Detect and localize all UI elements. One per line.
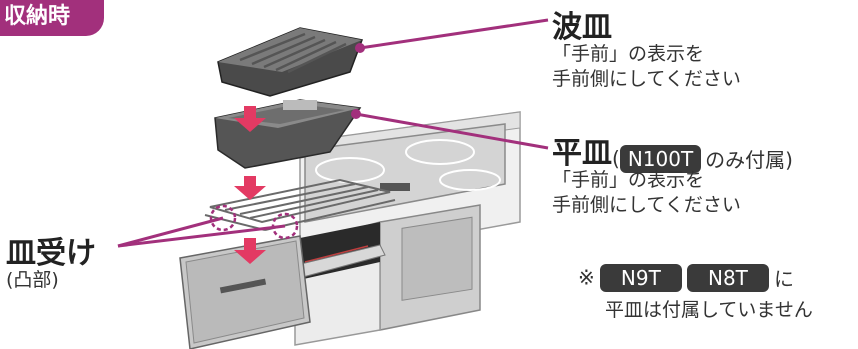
model-badge-n8t: N8T bbox=[686, 263, 769, 292]
flat-tray-paren: ( bbox=[612, 146, 620, 171]
ih-cooktop bbox=[304, 123, 506, 223]
model-badge-n9t: N9T bbox=[599, 263, 682, 292]
down-arrow-icon bbox=[234, 106, 266, 264]
flat-tray-note-1: 「手前」の表示を bbox=[552, 169, 705, 191]
corrugated-tray-title: 波皿 bbox=[552, 10, 612, 45]
leader-lines bbox=[117, 18, 549, 248]
flat-tray-title: 平皿 bbox=[552, 136, 612, 171]
note-line-2: 平皿は付属していません bbox=[605, 299, 813, 321]
corrugated-tray-note-1: 「手前」の表示を bbox=[552, 43, 705, 65]
corrugated-tray bbox=[217, 27, 364, 97]
wire-rack bbox=[204, 178, 396, 231]
note-mark: ※ bbox=[578, 265, 595, 290]
receiver-highlight-left bbox=[209, 204, 237, 232]
corrugated-tray-note-2: 手前側にしてください bbox=[552, 68, 741, 90]
flat-tray-suffix: のみ付属) bbox=[705, 148, 793, 172]
receiver-title: 皿受け bbox=[6, 236, 96, 271]
flat-tray-note-2: 手前側にしてください bbox=[552, 194, 741, 216]
note-particle: に bbox=[774, 267, 795, 291]
receiver-subtitle: (凸部) bbox=[6, 269, 59, 291]
note-line-1: ※ N9T N8T に bbox=[578, 263, 794, 292]
model-badge-n100t: N100T bbox=[619, 144, 702, 173]
storage-badge: 収納時 bbox=[0, 0, 104, 36]
